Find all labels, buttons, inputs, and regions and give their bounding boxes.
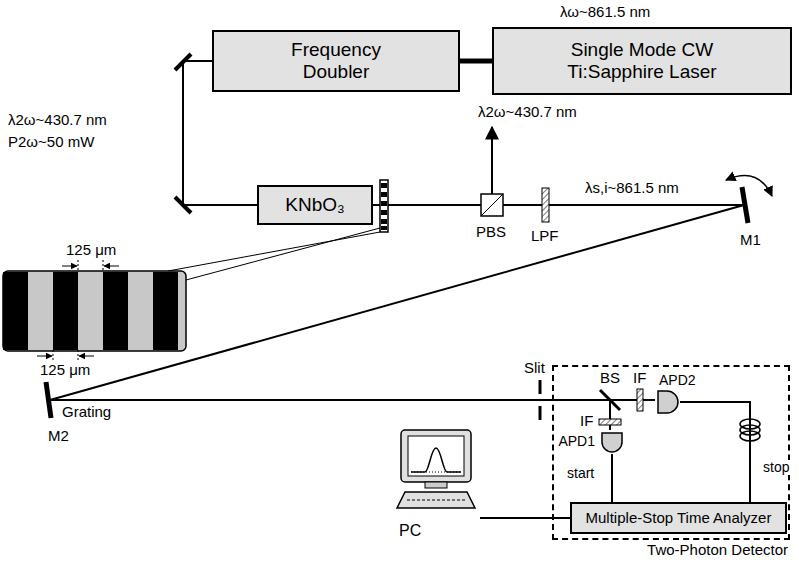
part-label: P2ω~50 mW (8, 134, 94, 151)
box-text: Frequency Doubler (271, 39, 401, 83)
part-label: Slit (524, 360, 545, 377)
part-label: BS (600, 370, 620, 387)
part-label: IF (580, 413, 593, 430)
part-label: IF (633, 370, 646, 387)
computer: PC (395, 428, 480, 540)
signal-cable (680, 402, 750, 502)
grating-inset (3, 271, 186, 351)
signal-cable (611, 454, 613, 502)
part-label: λω~861.5 nm (560, 4, 650, 21)
grating-stripes (3, 272, 178, 350)
part-label: APD1 (558, 434, 595, 449)
detector-group: Two-Photon DetectorMultiple-Stop Time An… (552, 365, 790, 540)
filter (599, 419, 621, 425)
part-label: PBS (476, 224, 506, 241)
part-label: Two-Photon Detector (647, 542, 788, 559)
slit (539, 406, 542, 420)
part-label: PC (399, 522, 421, 540)
part-label: λs,i~861.5 nm (585, 180, 679, 197)
part-label: λ2ω~430.7 nm (8, 112, 107, 129)
filter (637, 389, 643, 411)
beam-splitter (600, 390, 620, 410)
detector-symbol (601, 432, 623, 454)
filter (542, 188, 549, 222)
edge-label: stop (762, 460, 790, 475)
pump-arrow (491, 127, 493, 194)
box-text: KNbO₃ (285, 194, 344, 216)
signal-cable (480, 517, 570, 519)
laser-box: Single Mode CW Ti:Sapphire Laser (492, 27, 792, 95)
box-text: Single Mode CW Ti:Sapphire Laser (542, 39, 742, 83)
part-label: λ2ω~430.7 nm (478, 104, 577, 121)
laser-beam (460, 59, 492, 64)
crystal-box: KNbO₃ (257, 185, 373, 225)
grating-plate (380, 180, 388, 232)
rotation-arrow (726, 176, 772, 196)
mirror (742, 187, 748, 223)
apd-detector: APD1 (601, 432, 623, 454)
slit (539, 380, 542, 394)
callout-line (168, 232, 380, 271)
part-label: 125 μm (66, 242, 116, 259)
part-label: M2 (48, 428, 69, 445)
beam (50, 399, 655, 401)
part-label: LPF (531, 228, 559, 245)
beam (50, 205, 744, 400)
doubler-box: Frequency Doubler (212, 30, 460, 92)
part-label: M1 (740, 232, 761, 249)
beam-splitter-cube (481, 194, 503, 216)
part-label: Grating (62, 404, 111, 421)
edge-label: start (566, 466, 595, 481)
mirror (46, 382, 51, 418)
time-analyzer-box: Multiple-Stop Time Analyzer (570, 502, 787, 534)
part-label: 125 μm (40, 362, 90, 379)
beam (373, 204, 744, 206)
box-text: Multiple-Stop Time Analyzer (586, 509, 772, 526)
detector-symbol (657, 390, 680, 414)
apd-detector: APD2 (657, 390, 680, 414)
part-label: APD2 (659, 373, 696, 388)
callout-line (186, 228, 380, 280)
